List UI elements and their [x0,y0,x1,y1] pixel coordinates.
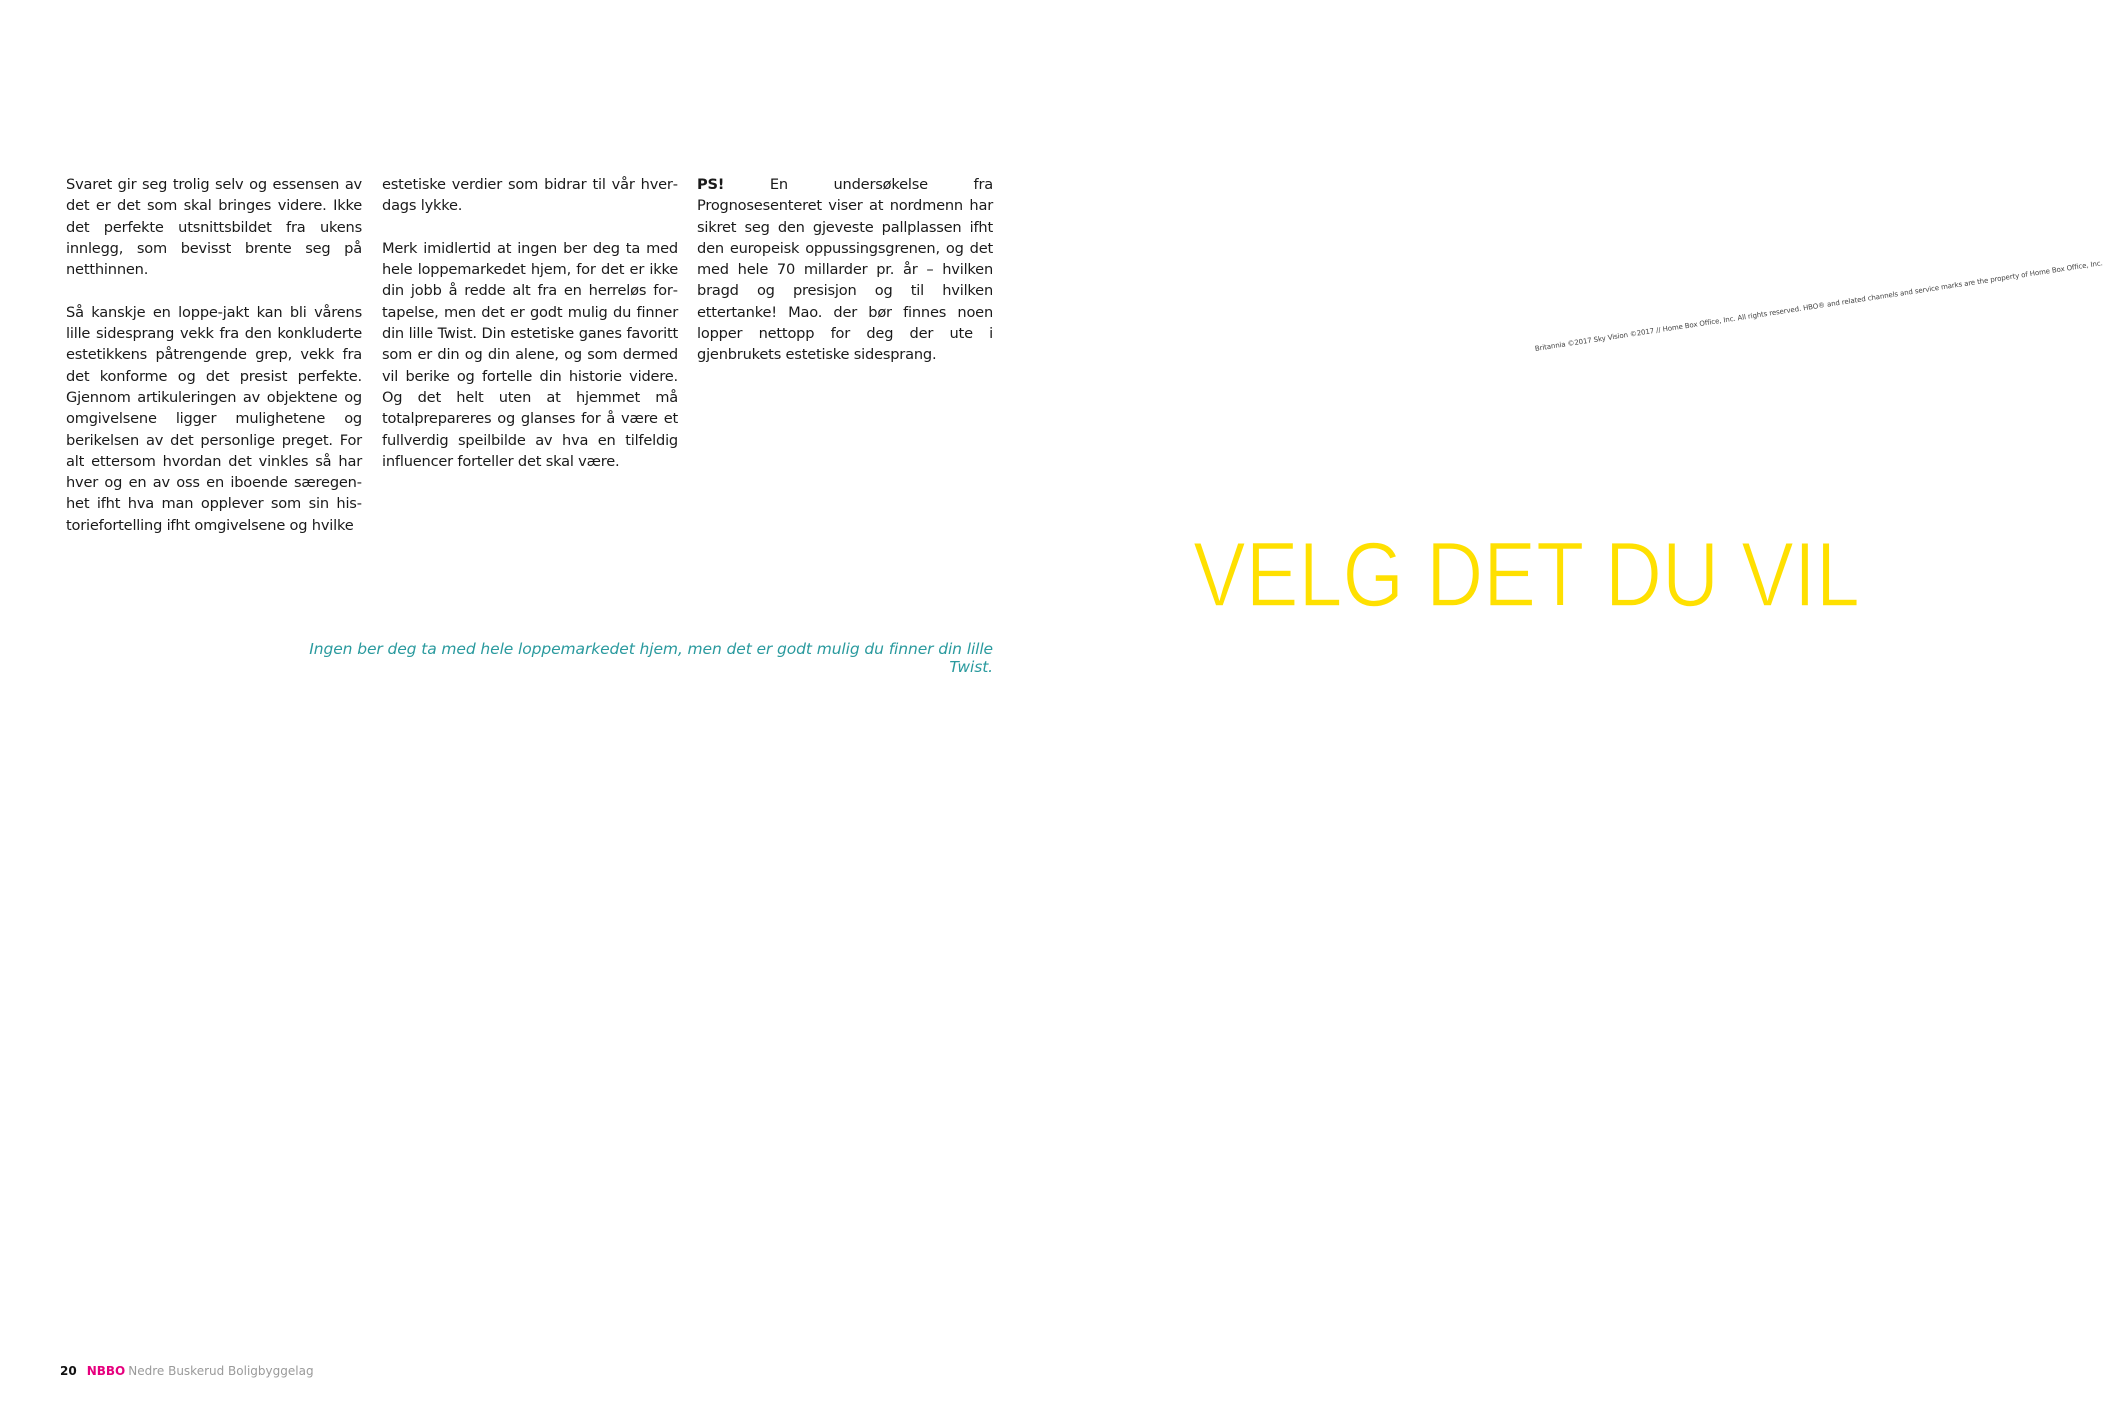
paragraph: Merk imidlertid at ingen ber deg ta med … [382,239,678,470]
ps-text: En undersøkelse fra Prognosesenteret vis… [697,176,993,364]
ps-paragraph: PS! En undersøkelse fra Prognosesenteret… [697,174,993,366]
paragraph: Svaret gir seg trolig selv og essensen a… [66,176,362,279]
article-column-3: PS! En undersøkelse fra Prognosesenteret… [697,174,993,387]
copyright-notice: Britannia ©2017 Sky Vision ©2017 // Home… [1534,259,2104,353]
page-number: 20 [60,1364,77,1378]
article-column-2: estetiske verdier som bidrar til vår hve… [382,174,678,493]
organization-name: Nedre Buskerud Boligbyggelag [128,1364,314,1378]
brand-name: NBBO [86,1364,126,1378]
pull-quote-caption: Ingen ber deg ta med hele loppemarkedet … [309,640,993,676]
page-headline: VELG DET DU VIL [1192,523,1860,627]
ps-label: PS! [697,176,725,193]
article-column-1: Svaret gir seg trolig selv og essensen a… [66,174,362,557]
paragraph: Så kanskje en loppe-jakt kan bli vårens … [66,303,362,534]
paragraph: estetiske verdier som bidrar til vår hve… [382,176,678,215]
